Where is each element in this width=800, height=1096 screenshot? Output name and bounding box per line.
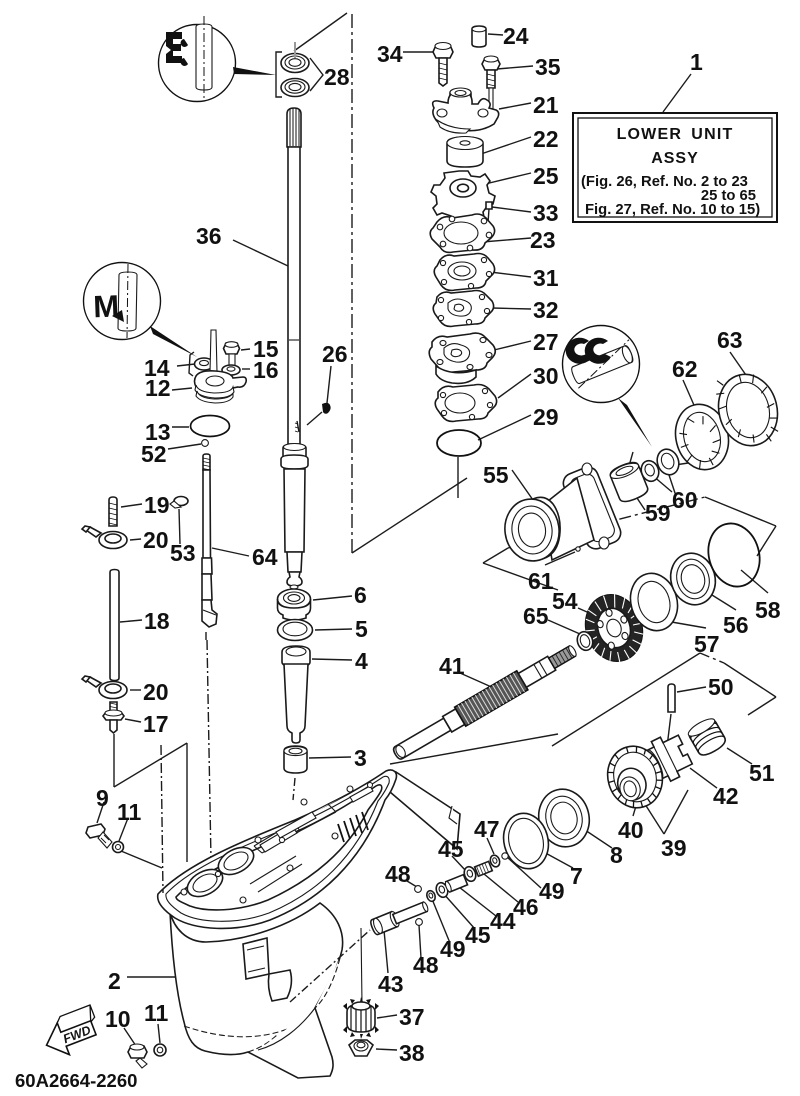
- svg-text:49: 49: [539, 878, 565, 904]
- svg-text:36: 36: [196, 223, 222, 249]
- svg-text:21: 21: [533, 92, 559, 118]
- svg-text:55: 55: [483, 462, 509, 488]
- svg-text:40: 40: [618, 817, 644, 843]
- svg-text:26: 26: [322, 341, 348, 367]
- svg-text:61: 61: [528, 568, 554, 594]
- svg-text:54: 54: [552, 588, 578, 614]
- svg-text:27: 27: [533, 329, 559, 355]
- svg-text:43: 43: [378, 971, 404, 997]
- svg-text:12: 12: [145, 375, 171, 401]
- svg-text:20: 20: [143, 679, 169, 705]
- svg-text:56: 56: [723, 612, 749, 638]
- svg-text:60: 60: [672, 487, 698, 513]
- svg-text:11: 11: [117, 799, 142, 825]
- svg-text:30: 30: [533, 363, 559, 389]
- svg-text:53: 53: [170, 540, 196, 566]
- svg-text:31: 31: [533, 265, 559, 291]
- svg-text:17: 17: [143, 711, 169, 737]
- svg-text:60A2664-2260: 60A2664-2260: [15, 1070, 137, 1091]
- svg-text:41: 41: [439, 653, 465, 679]
- svg-text:10: 10: [105, 1006, 131, 1032]
- svg-text:19: 19: [144, 492, 170, 518]
- svg-text:62: 62: [672, 356, 698, 382]
- svg-text:22: 22: [533, 126, 559, 152]
- svg-text:46: 46: [513, 894, 539, 920]
- svg-text:6: 6: [354, 582, 367, 608]
- svg-text:18: 18: [144, 608, 170, 634]
- svg-text:Fig. 27, Ref. No. 10 to 15): Fig. 27, Ref. No. 10 to 15): [585, 202, 760, 218]
- svg-text:48: 48: [413, 952, 439, 978]
- svg-text:52: 52: [141, 441, 167, 467]
- svg-text:5: 5: [355, 616, 368, 642]
- svg-text:29: 29: [533, 404, 559, 430]
- svg-text:13: 13: [145, 419, 171, 445]
- svg-text:48: 48: [385, 861, 411, 887]
- svg-text:15: 15: [253, 336, 279, 362]
- svg-text:47: 47: [474, 816, 500, 842]
- svg-text:(Fig. 26, Ref. No. 2 to 23: (Fig. 26, Ref. No. 2 to 23: [581, 174, 748, 190]
- svg-text:14: 14: [144, 355, 170, 381]
- svg-text:25: 25: [533, 163, 559, 189]
- svg-text:16: 16: [253, 357, 279, 383]
- svg-text:42: 42: [713, 783, 739, 809]
- svg-text:49: 49: [440, 936, 466, 962]
- svg-text:9: 9: [96, 785, 109, 811]
- svg-text:65: 65: [523, 603, 549, 629]
- svg-text:38: 38: [399, 1040, 425, 1066]
- svg-text:35: 35: [535, 54, 561, 80]
- svg-text:64: 64: [252, 544, 278, 570]
- svg-text:34: 34: [377, 41, 403, 67]
- svg-text:1: 1: [690, 49, 703, 75]
- svg-text:39: 39: [661, 835, 687, 861]
- svg-text:58: 58: [755, 597, 781, 623]
- svg-text:50: 50: [708, 674, 734, 700]
- svg-text:11: 11: [144, 1000, 169, 1026]
- svg-text:25 to 65: 25 to 65: [701, 188, 756, 204]
- svg-text:33: 33: [533, 200, 559, 226]
- svg-text:LOWER UNIT: LOWER UNIT: [617, 126, 734, 143]
- svg-text:45: 45: [465, 922, 491, 948]
- svg-text:2: 2: [108, 968, 121, 994]
- svg-text:4: 4: [355, 648, 368, 674]
- svg-text:7: 7: [570, 863, 583, 889]
- svg-text:28: 28: [324, 64, 350, 90]
- svg-text:32: 32: [533, 297, 559, 323]
- svg-text:8: 8: [610, 842, 623, 868]
- svg-text:57: 57: [694, 631, 720, 657]
- svg-text:3: 3: [354, 745, 367, 771]
- svg-text:20: 20: [143, 527, 169, 553]
- svg-text:45: 45: [438, 836, 464, 862]
- svg-text:ASSY: ASSY: [651, 150, 699, 167]
- svg-text:63: 63: [717, 327, 743, 353]
- svg-text:23: 23: [530, 227, 556, 253]
- svg-text:24: 24: [503, 23, 529, 49]
- svg-text:51: 51: [749, 760, 775, 786]
- svg-text:M: M: [93, 289, 120, 325]
- svg-text:37: 37: [399, 1004, 425, 1030]
- svg-text:44: 44: [490, 908, 516, 934]
- svg-text:59: 59: [645, 500, 671, 526]
